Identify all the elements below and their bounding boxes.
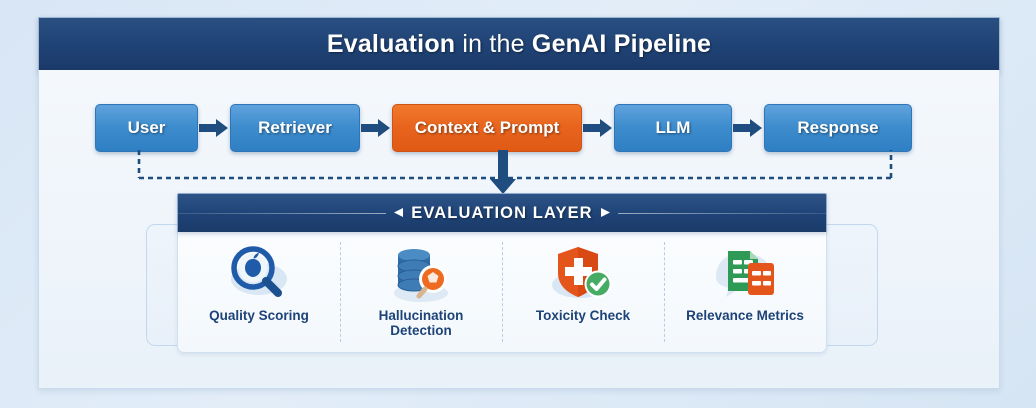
magnifier-quality-icon: [226, 242, 292, 304]
evaluation-layer-header: EVALUATION LAYER: [177, 193, 827, 232]
pipeline-node-user-label: User: [127, 118, 166, 137]
arrow-right-icon: [198, 118, 230, 138]
title-bar: Evaluation in the GenAI Pipeline: [38, 17, 1000, 72]
database-magnifier-icon: [388, 242, 454, 304]
pipeline-node-llm-label: LLM: [655, 118, 691, 137]
page-title: Evaluation in the GenAI Pipeline: [327, 30, 711, 59]
title-part-genai-pipeline: GenAI Pipeline: [531, 30, 712, 58]
arrow-right-icon: [582, 118, 614, 138]
pipeline-node-response-label: Response: [797, 118, 879, 137]
title-part-evaluation: Evaluation: [326, 30, 456, 58]
evaluation-layer-title: EVALUATION LAYER: [411, 203, 593, 222]
eval-card-relevance-metrics-label: Relevance Metrics: [686, 308, 804, 323]
pipeline-node-retriever-label: Retriever: [258, 118, 332, 137]
eval-card-toxicity-check-label: Toxicity Check: [535, 308, 631, 323]
pipeline-node-context-and-prompt[interactable]: Context & Prompt: [392, 104, 582, 152]
pipeline-row: User Retriever Context & Prompt LLM: [95, 103, 935, 153]
pipeline-node-user[interactable]: User: [95, 104, 198, 152]
pipeline-node-retriever[interactable]: Retriever: [230, 104, 360, 152]
eval-card-relevance-metrics[interactable]: Relevance Metrics: [664, 232, 826, 352]
header-rule-left: [178, 213, 387, 214]
arrow-down-icon: [489, 150, 517, 195]
title-part-connector: in the: [455, 30, 532, 58]
triangle-right-icon: [600, 205, 611, 223]
pipeline-node-context-label: Context & Prompt: [414, 118, 560, 137]
pipeline-node-llm[interactable]: LLM: [614, 104, 732, 152]
header-rule-right: [617, 213, 826, 214]
eval-card-toxicity-check[interactable]: Toxicity Check: [502, 232, 664, 352]
documents-metrics-icon: [710, 242, 780, 304]
arrow-right-icon: [360, 118, 392, 138]
triangle-left-icon: [393, 205, 404, 223]
eval-card-quality-scoring[interactable]: Quality Scoring: [178, 232, 340, 352]
evaluation-layer: EVALUATION LAYER Q: [177, 193, 827, 353]
pipeline-node-response[interactable]: Response: [764, 104, 912, 152]
arrow-right-icon: [732, 118, 764, 138]
shield-check-icon: [550, 242, 616, 304]
evaluation-card-row: Quality Scoring: [177, 232, 827, 353]
eval-card-quality-scoring-label: Quality Scoring: [209, 308, 309, 323]
